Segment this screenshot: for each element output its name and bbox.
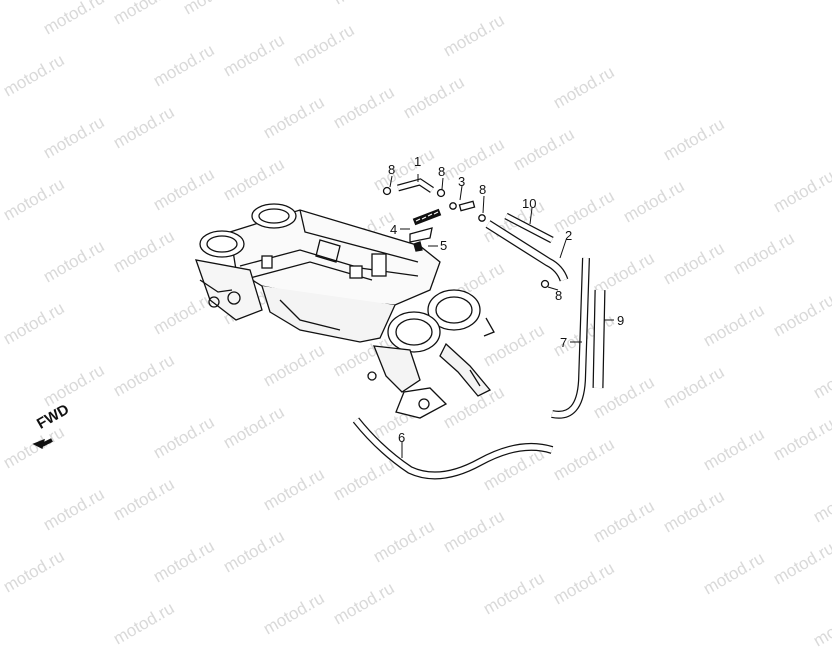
carburetor-assembly [195, 203, 495, 419]
fwd-arrow-icon [32, 438, 53, 449]
callout-8-right: 8 [479, 182, 487, 197]
spring-4 [409, 208, 442, 243]
callout-8-mid: 8 [438, 164, 446, 179]
joint-3 [458, 200, 476, 212]
callout-5: 5 [440, 238, 448, 253]
hose-2 [485, 220, 569, 282]
callout-3: 3 [458, 174, 466, 189]
callout-8-left: 8 [388, 162, 396, 177]
callout-4: 4 [390, 222, 398, 237]
leader-lines [389, 174, 614, 458]
callout-9: 9 [617, 313, 625, 328]
hose-6 [352, 417, 554, 480]
callout-2: 2 [565, 228, 573, 243]
callout-1: 1 [414, 154, 422, 169]
clip-set [382, 186, 550, 289]
callout-6: 6 [398, 430, 406, 445]
callout-7: 7 [560, 335, 568, 350]
tube-10 [504, 212, 554, 244]
hose-9 [592, 289, 606, 389]
screw-5 [413, 241, 423, 252]
callout-10: 10 [522, 196, 537, 211]
elbow-hose-1 [397, 178, 434, 193]
hose-7 [551, 257, 590, 419]
callout-8-lower: 8 [555, 288, 563, 303]
diagram-drawing [32, 174, 614, 480]
